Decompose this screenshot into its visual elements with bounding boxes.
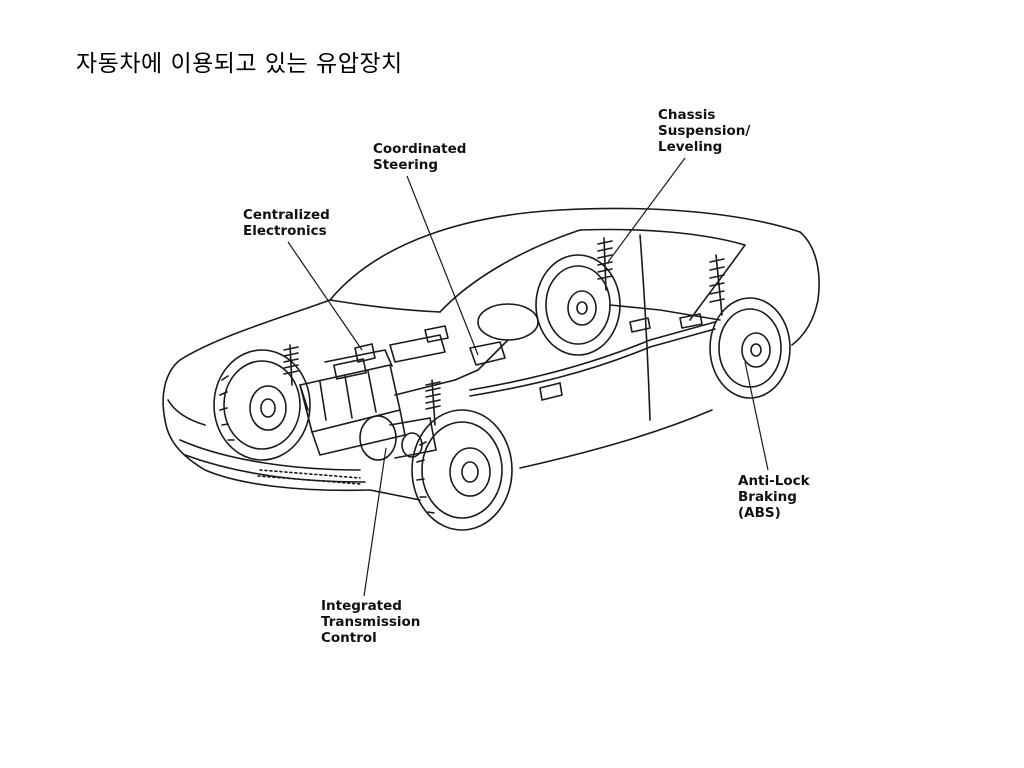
car-body-outline bbox=[162, 207, 820, 501]
electronics-module bbox=[354, 325, 449, 363]
leader-steering bbox=[406, 175, 479, 356]
callout-line: Transmission bbox=[321, 614, 421, 630]
front-left-wheel bbox=[213, 349, 311, 461]
callout-chassis-suspension: Chassis Suspension/ Leveling bbox=[658, 107, 750, 155]
leader-transmission bbox=[363, 447, 387, 597]
callout-line: Suspension/ bbox=[658, 123, 751, 139]
slide-title: 자동차에 이용되고 있는 유압장치 bbox=[76, 51, 403, 77]
callout-coordinated-steering: Coordinated Steering bbox=[373, 141, 466, 173]
callout-leaders bbox=[287, 157, 769, 597]
leader-suspension bbox=[607, 157, 686, 263]
callout-anti-lock-braking: Anti-Lock Braking (ABS) bbox=[738, 473, 810, 521]
rear-suspension-struts bbox=[597, 237, 725, 316]
front-right-wheel bbox=[411, 409, 513, 531]
callout-line: Electronics bbox=[243, 223, 327, 239]
leader-electronics bbox=[287, 241, 363, 351]
front-suspension-struts bbox=[283, 344, 441, 426]
callout-line: Control bbox=[321, 630, 377, 646]
callout-line: Chassis bbox=[658, 107, 716, 123]
steering-assembly bbox=[394, 303, 539, 396]
leader-abs bbox=[744, 361, 769, 471]
callout-line: Coordinated bbox=[373, 141, 467, 157]
callout-line: Leveling bbox=[658, 139, 723, 155]
callout-line: Centralized bbox=[243, 207, 330, 223]
callout-line: (ABS) bbox=[738, 505, 781, 521]
hydraulic-lines bbox=[469, 304, 721, 401]
transmission-unit bbox=[359, 415, 437, 461]
callout-centralized-electronics: Centralized Electronics bbox=[243, 207, 330, 239]
callout-integrated-transmission: Integrated Transmission Control bbox=[321, 598, 420, 646]
callout-line: Steering bbox=[373, 157, 439, 173]
engine-block bbox=[299, 349, 406, 456]
callout-line: Integrated bbox=[321, 598, 402, 614]
callout-line: Braking bbox=[738, 489, 797, 505]
callout-line: Anti-Lock bbox=[738, 473, 810, 489]
